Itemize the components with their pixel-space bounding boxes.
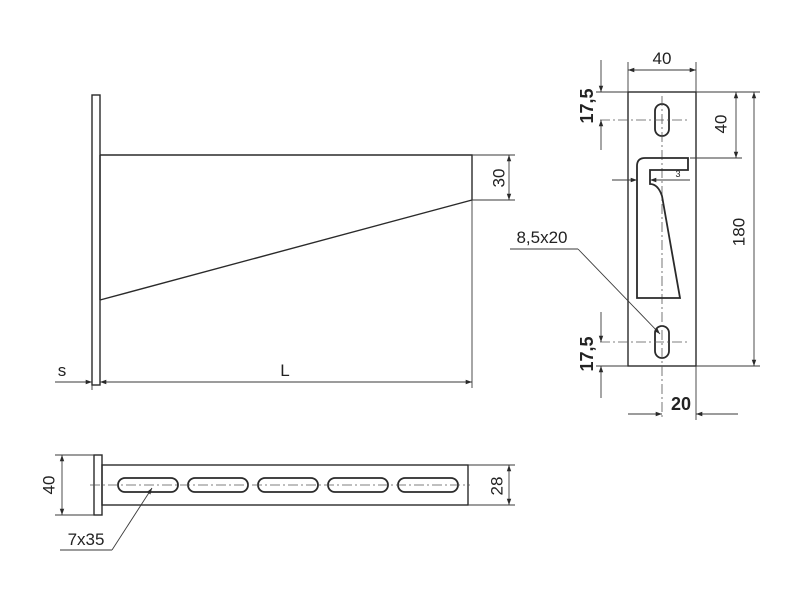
slot-callout-label: 7x35 bbox=[68, 530, 105, 549]
dim-slot-center-label: 20 bbox=[671, 394, 691, 414]
bottom-view: 40 28 7x35 bbox=[39, 454, 515, 551]
dim-end-width-label: 40 bbox=[653, 49, 672, 68]
end-view: 40 17,5 40 180 3 8,5x20 17,5 20 bbox=[510, 49, 760, 420]
end-slot-callout-label: 8,5x20 bbox=[516, 228, 567, 247]
dim-bottom-slot-label: 17,5 bbox=[577, 336, 597, 371]
slot-leader bbox=[111, 487, 153, 551]
dim-tip-height-label: 30 bbox=[489, 169, 508, 188]
dim-width-label: 28 bbox=[487, 477, 506, 496]
dim-length-label: L bbox=[280, 361, 289, 380]
dim-top-slot-label: 17,5 bbox=[577, 88, 597, 123]
dim-flange-label: 40 bbox=[39, 476, 58, 495]
dim-top-offset-label: 40 bbox=[711, 115, 730, 134]
side-view: 30 L s bbox=[55, 94, 515, 390]
wall-plate bbox=[91, 94, 101, 386]
end-slot-leader bbox=[577, 248, 661, 335]
channel-profile bbox=[636, 157, 689, 299]
dim-thickness-label: s bbox=[58, 361, 67, 380]
dim-wall-label: 3 bbox=[675, 169, 680, 179]
dim-height-label: 180 bbox=[729, 218, 748, 246]
bracket-arm bbox=[99, 154, 473, 301]
